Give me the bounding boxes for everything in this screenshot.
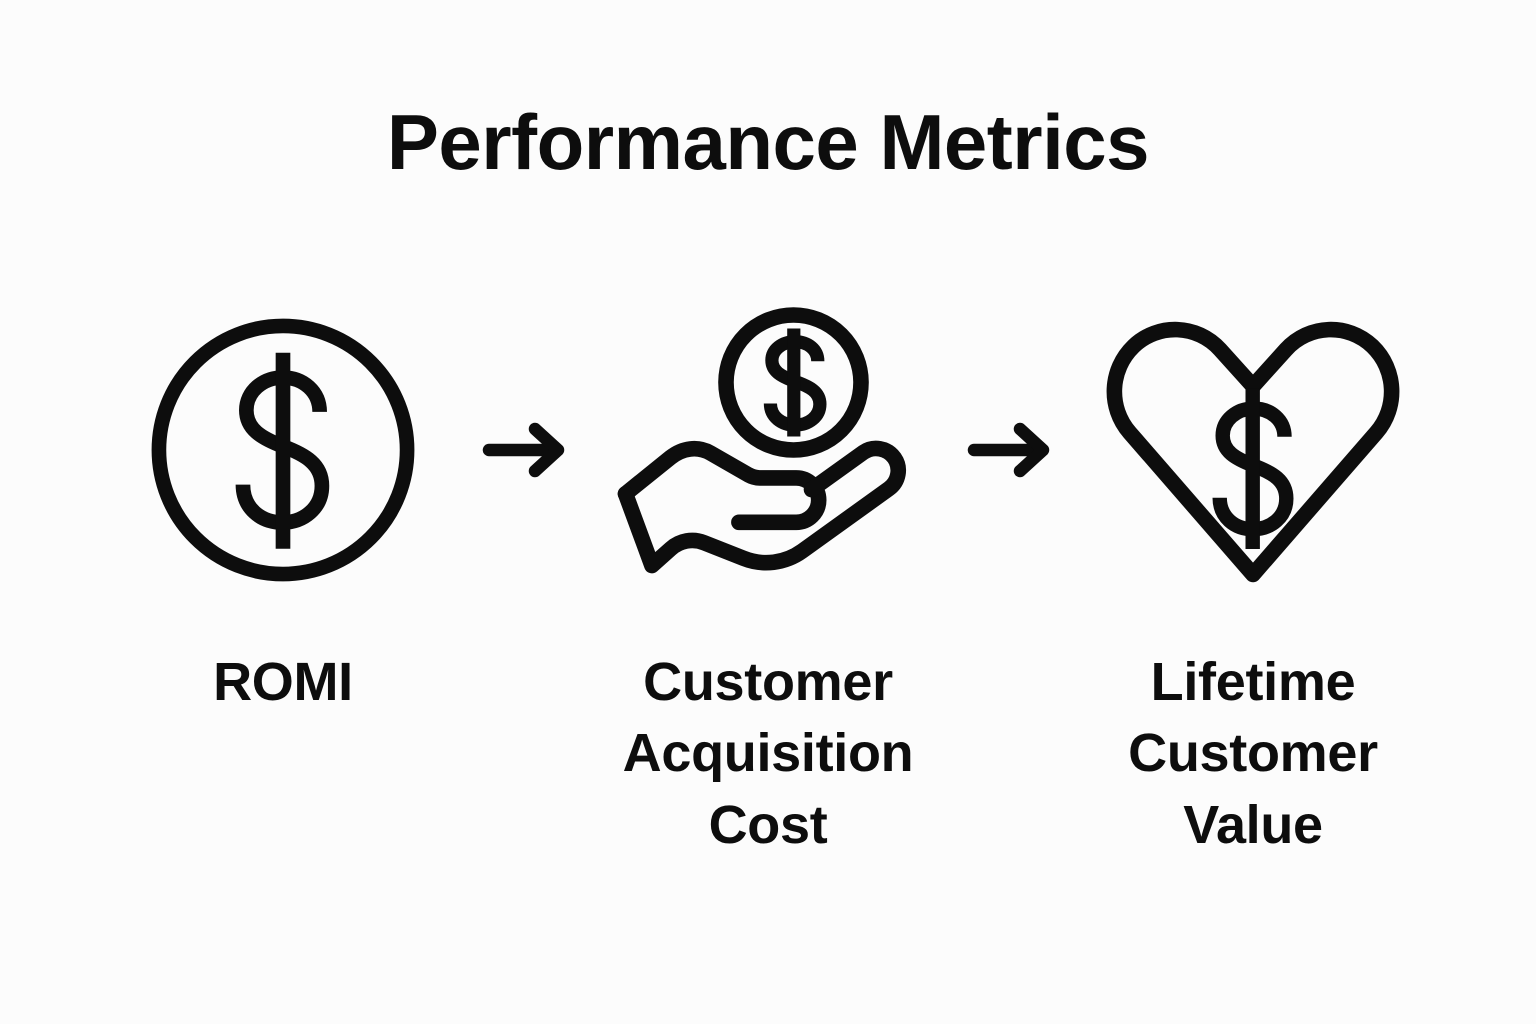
metric-step-romi: ROMI (118, 300, 448, 718)
page-title: Performance Metrics (386, 98, 1150, 186)
arrow-right-icon (956, 300, 1066, 600)
metric-step-lifetime-customer-value: Lifetime Customer Value (1088, 300, 1418, 861)
metrics-flow: ROMI (118, 300, 1418, 920)
metric-label-customer-acquisition-cost: Customer Acquisition Cost (622, 652, 914, 855)
arrow-right-icon (471, 300, 581, 600)
dollar-circle-icon (118, 300, 448, 600)
metric-step-customer-acquisition-cost: Customer Acquisition Cost (603, 300, 933, 861)
heart-dollar-icon (1088, 300, 1418, 600)
metric-label-lifetime-customer-value: Lifetime Customer Value (1128, 652, 1378, 855)
metric-label-romi: ROMI (213, 652, 353, 712)
hand-holding-coin-icon (603, 300, 933, 600)
